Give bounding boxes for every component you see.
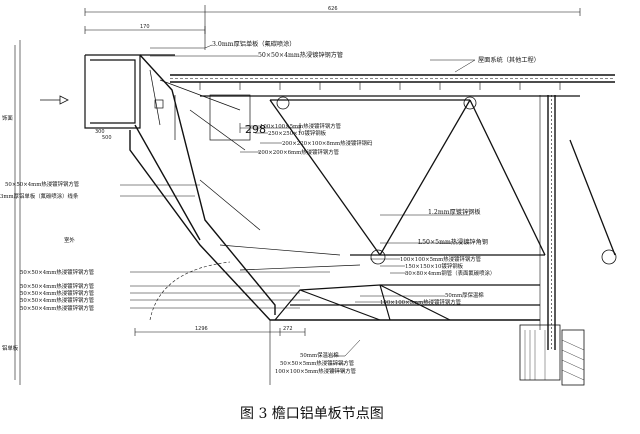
- label-l-tube-3: 50×50×4mm热浸镀锌钢方管: [20, 289, 95, 297]
- dim-top-left: 170: [140, 24, 150, 30]
- label-r-angle-80: 80×80×4mm钢管（表面氟碳喷涂）: [405, 269, 495, 277]
- top-dimension-lines: [84, 5, 581, 50]
- left-mark-2: 铝单板: [2, 344, 19, 352]
- label-l-tube-1: 50×50×4mm热浸镀锌钢方管: [20, 268, 95, 276]
- label-b-insul: 50mm保温岩棉: [300, 351, 339, 359]
- label-r-plate-150: 150×150×10镀锌钢板: [405, 262, 464, 270]
- label-l-tube-5: 50×50×4mm热浸镀锌钢方管: [20, 304, 95, 312]
- label-left-panel: 3mm厚铝单板（氟碳喷涂）线条: [0, 192, 79, 200]
- dim-small-b: 500: [102, 135, 112, 141]
- label-r-angle: L50×5mm热浸镀锌角钢: [418, 238, 488, 246]
- bottom-soffit: [274, 284, 540, 321]
- figure-caption: 图 3 檐口铝单板节点图: [240, 406, 384, 422]
- label-left-tube: 50×50×4mm热浸镀锌钢方管: [5, 180, 80, 188]
- label-r-tube-100: 100×100×5mm热浸镀锌钢方管: [400, 255, 482, 263]
- label-r-insul: 50mm厚保温棉: [445, 291, 484, 299]
- direction-arrow: [40, 95, 69, 105]
- label-tube-top: 50×50×4mm热浸镀锌钢方管: [258, 51, 343, 59]
- leader-lines: [120, 44, 476, 372]
- dashed-arc: [149, 261, 231, 321]
- dim-small-a: 300: [95, 129, 105, 135]
- eave-box: [84, 54, 175, 129]
- bottom-dimensions: [134, 320, 306, 385]
- dim-bottom-left: 1296: [195, 326, 208, 332]
- truss-nodes: [276, 96, 617, 265]
- roof-system: [170, 74, 615, 97]
- roof-truss: [269, 99, 616, 256]
- sloped-soffit: [129, 54, 540, 321]
- left-mark-1: 饰面: [2, 114, 13, 122]
- dim-top-total: 626: [328, 6, 338, 12]
- label-b-tube-50: 50×50×5mm热浸镀锌钢方管: [280, 359, 355, 367]
- label-plate-250: 250×250×10镀锌钢板: [268, 129, 327, 137]
- left-border-lines: [14, 40, 21, 385]
- label-panel-top: 3.0mm厚铝单板（氟碳喷涂）: [212, 40, 295, 48]
- label-tube-100-5: 100×100×5mm热浸镀锌钢方管: [260, 122, 342, 130]
- internal-frame: [149, 69, 361, 271]
- label-mid-mark: 室外: [64, 236, 75, 244]
- label-steel-200-220: 200×220×100×8mm热浸镀锌钢码: [282, 139, 373, 147]
- label-r-tube-100b: 100×100×5mm热浸镀锌钢方管: [380, 298, 462, 306]
- right-wall: [519, 95, 585, 386]
- dim-bottom-mid: 272: [283, 326, 293, 332]
- label-b-tube-100: 100×100×5mm热浸镀锌钢方管: [275, 367, 357, 375]
- label-tube-200-6: 200×200×6mm热浸镀锌钢方管: [258, 148, 340, 156]
- label-l-tube-4: 50×50×4mm热浸镀锌钢方管: [20, 296, 95, 304]
- label-r-steel-plate: 1.2mm厚镀锌钢板: [428, 208, 481, 216]
- label-roof-system: 屋面系统（其他工程）: [478, 56, 540, 64]
- label-l-tube-2: 50×50×4mm热浸镀锌钢方管: [20, 282, 95, 290]
